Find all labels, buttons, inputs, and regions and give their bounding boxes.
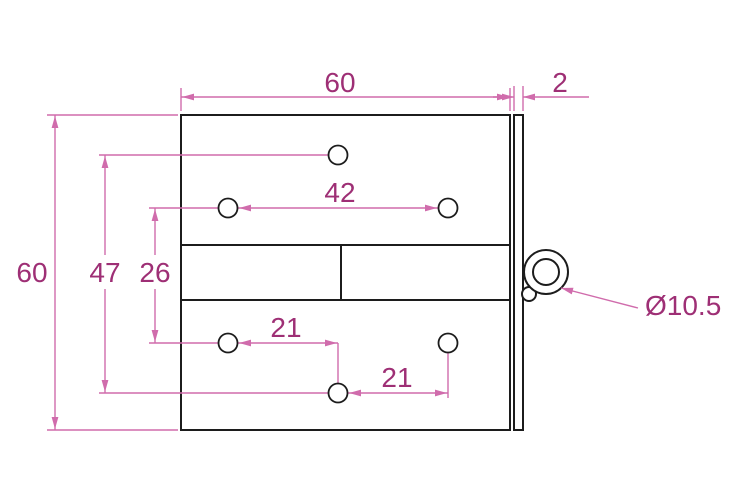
screw-hole-upper-left	[217, 197, 239, 219]
dim-label-knuckle-diameter: Ø10.5	[645, 290, 721, 321]
part-geometry	[180, 114, 569, 431]
arrowhead	[349, 389, 361, 397]
dim-label-hole-span-inner: 26	[139, 257, 170, 288]
arrowhead	[101, 380, 109, 392]
hinge-plate-outline	[180, 114, 511, 431]
arrowhead	[151, 330, 159, 342]
dimension-labels: 60 2 60 47 26 42 21 21 Ø10.5	[16, 67, 721, 393]
arrowhead	[101, 156, 109, 168]
screw-hole-lower-left	[217, 332, 239, 354]
arrowhead	[239, 339, 251, 347]
arrowhead	[51, 116, 59, 128]
dim-label-hole-offset-bottom: 21	[381, 362, 412, 393]
arrowhead	[425, 204, 437, 212]
arrowhead	[151, 209, 159, 221]
arrowhead	[51, 417, 59, 429]
hinge-leaf-side-view	[513, 114, 524, 431]
leader-arrowhead	[561, 287, 574, 295]
arrowhead	[325, 339, 337, 347]
dim-label-hole-span-outer: 47	[89, 257, 120, 288]
arrowhead	[435, 389, 447, 397]
dim-label-side-height: 60	[16, 257, 47, 288]
screw-hole-bottom-center	[327, 382, 349, 404]
screw-hole-top-center	[327, 144, 349, 166]
dim-label-top-width: 60	[324, 67, 355, 98]
dim-label-hole-offset-mid: 21	[270, 312, 301, 343]
arrowhead	[239, 204, 251, 212]
screw-hole-lower-right	[437, 332, 459, 354]
dimension-arrows	[51, 93, 574, 429]
knuckle-inner-circle	[532, 258, 560, 286]
arrowhead	[182, 93, 194, 101]
dimension-lines	[47, 86, 639, 431]
arrowhead	[502, 93, 514, 101]
screw-hole-upper-right	[437, 197, 459, 219]
holes	[217, 144, 459, 404]
dim-label-leaf-thickness: 2	[552, 67, 568, 98]
dim-label-hole-pitch-horizontal: 42	[324, 177, 355, 208]
leader-line-knuckle-diameter	[560, 287, 639, 309]
arrowhead	[523, 93, 535, 101]
